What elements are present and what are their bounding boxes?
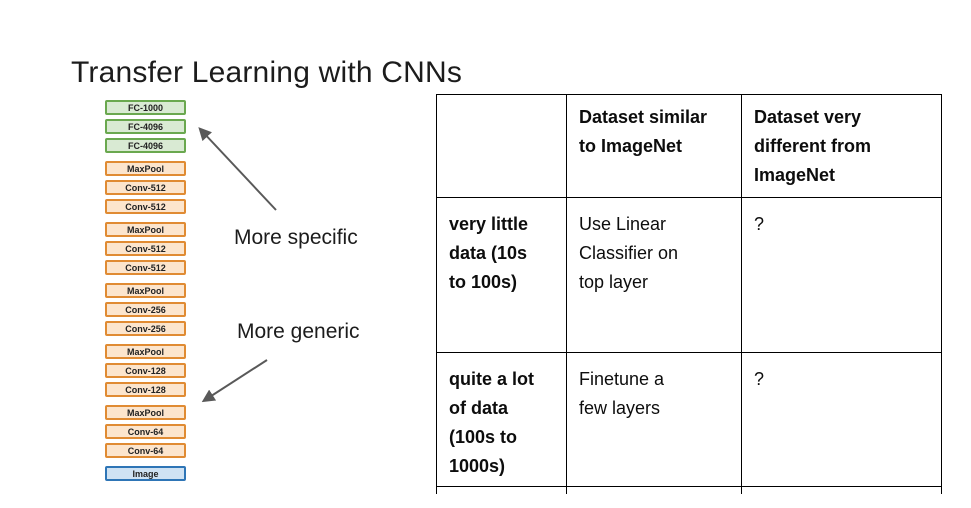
layer-box: Conv-256 (105, 321, 186, 336)
layer-box: FC-4096 (105, 119, 186, 134)
fc-layer-group: FC-1000 FC-4096 FC-4096 (105, 100, 186, 153)
layer-box: Conv-256 (105, 302, 186, 317)
table-row-cutoff (436, 486, 942, 494)
more-specific-arrow-icon (198, 127, 277, 211)
layer-box: MaxPool (105, 161, 186, 176)
cutoff-cell (741, 486, 942, 494)
layer-box: Conv-512 (105, 260, 186, 275)
comparison-table-container: Dataset similar to ImageNet Dataset very… (436, 94, 943, 494)
layer-box: Conv-512 (105, 180, 186, 195)
layer-box: MaxPool (105, 344, 186, 359)
cell-little-different: ? (741, 197, 942, 353)
table-header-row: Dataset similar to ImageNet Dataset very… (436, 94, 942, 198)
row-label-quite-a-lot-of-data: quite a lot of data (100s to 1000s) (436, 352, 567, 487)
cell-lot-similar: Finetune a few layers (566, 352, 742, 487)
comparison-table: Dataset similar to ImageNet Dataset very… (436, 94, 942, 494)
slide-title: Transfer Learning with CNNs (71, 56, 463, 90)
more-generic-label: More generic (237, 320, 360, 343)
layer-box: Conv-128 (105, 363, 186, 378)
header-dataset-different: Dataset very different from ImageNet (741, 94, 942, 198)
cutoff-cell (566, 486, 742, 494)
conv-layer-group: MaxPool Conv-256 Conv-256 (105, 283, 186, 336)
conv-layer-group: MaxPool Conv-64 Conv-64 (105, 405, 186, 458)
layer-box: FC-1000 (105, 100, 186, 115)
table-row: quite a lot of data (100s to 1000s) Fine… (436, 352, 942, 487)
more-generic-arrow-icon (201, 359, 268, 403)
row-label-very-little-data: very little data (10s to 100s) (436, 197, 567, 353)
table-corner-cell (436, 94, 567, 198)
table-row: very little data (10s to 100s) Use Linea… (436, 197, 942, 353)
layer-box: MaxPool (105, 405, 186, 420)
layer-box: Conv-64 (105, 424, 186, 439)
more-specific-label: More specific (234, 226, 358, 249)
layer-box: Conv-64 (105, 443, 186, 458)
header-dataset-similar: Dataset similar to ImageNet (566, 94, 742, 198)
layer-box: MaxPool (105, 283, 186, 298)
cutoff-cell (436, 486, 567, 494)
layer-box: FC-4096 (105, 138, 186, 153)
conv-layer-group: MaxPool Conv-512 Conv-512 (105, 222, 186, 275)
layer-box: Conv-512 (105, 199, 186, 214)
layer-box: MaxPool (105, 222, 186, 237)
conv-layer-group: MaxPool Conv-128 Conv-128 (105, 344, 186, 397)
cell-lot-different: ? (741, 352, 942, 487)
layer-box: Image (105, 466, 186, 481)
cell-little-similar: Use Linear Classifier on top layer (566, 197, 742, 353)
input-layer-group: Image (105, 466, 186, 481)
conv-layer-group: MaxPool Conv-512 Conv-512 (105, 161, 186, 214)
layer-box: Conv-128 (105, 382, 186, 397)
cnn-layer-stack: FC-1000 FC-4096 FC-4096 MaxPool Conv-512… (105, 100, 186, 489)
layer-box: Conv-512 (105, 241, 186, 256)
